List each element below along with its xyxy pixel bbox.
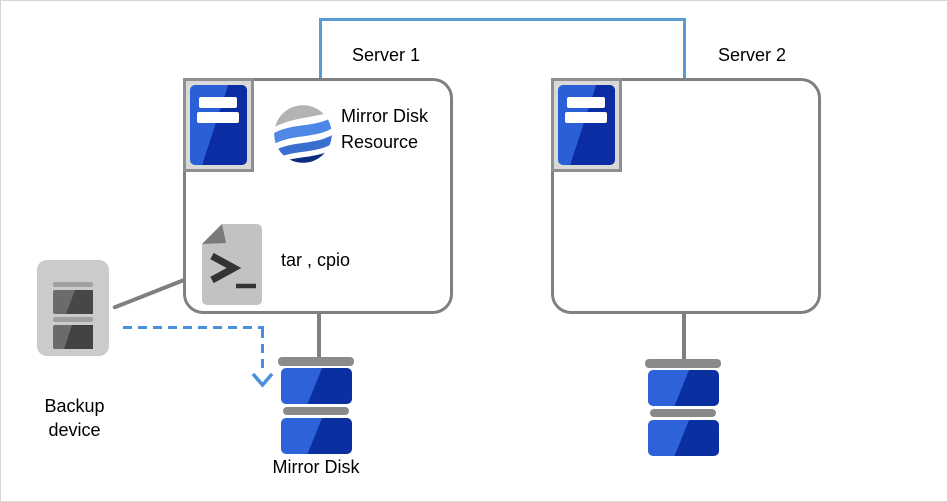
mirror-disk-label: Mirror Disk [272, 457, 360, 477]
server1-label: Server 1 [351, 45, 421, 65]
mirror-disk-icon [278, 357, 354, 457]
shell-script-icon [202, 224, 262, 305]
server2-label: Server 2 [717, 45, 787, 65]
backup-tools-label: tar , cpio [281, 250, 351, 270]
tower-slot [197, 112, 239, 123]
backup-connection-line [112, 277, 187, 310]
mirror-disk-icon [645, 359, 721, 459]
disk-cap [645, 359, 721, 368]
backup-arrow-line-vertical [261, 329, 264, 374]
mirror-disk-resource-icon [274, 105, 332, 163]
backup-device-label: Backup device [44, 396, 105, 440]
backup-arrow-line-horizontal [123, 326, 264, 329]
backup-device-icon [37, 260, 109, 356]
disk-volume [647, 370, 719, 406]
mirror-disk-resource-label: Mirror Disk Resource [341, 106, 428, 152]
disk-volume [280, 418, 352, 454]
server-tower-body [190, 85, 247, 165]
tower-slot [199, 97, 237, 108]
disk-volume [280, 368, 352, 404]
disk-volume [647, 420, 719, 456]
server-interconnect-line [319, 18, 686, 78]
disk-connector-line [682, 312, 686, 360]
disk-cap [278, 357, 354, 366]
arrow-head-icon [251, 372, 274, 388]
disk-connector-line [317, 312, 321, 358]
disk-separator [283, 407, 349, 415]
server-tower-icon [183, 78, 254, 172]
tower-slot [565, 112, 607, 123]
disk-separator [650, 409, 716, 417]
server-tower-icon [551, 78, 622, 172]
server-tower-body [558, 85, 615, 165]
tower-slot [567, 97, 605, 108]
